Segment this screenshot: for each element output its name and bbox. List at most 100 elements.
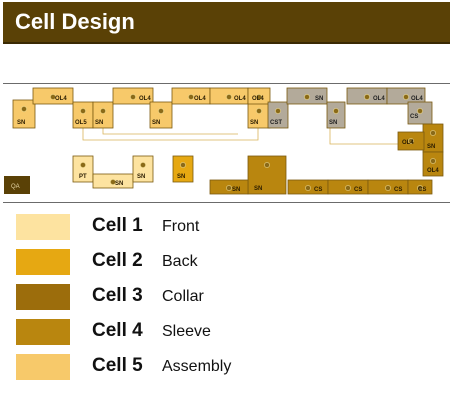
station-label: CS [418, 187, 426, 193]
legend-cell-name: Back [162, 253, 198, 270]
station: OL4 [32, 87, 74, 105]
machine-dot [264, 162, 270, 168]
station-label: OL4 [373, 96, 385, 102]
machine-dot [408, 138, 414, 144]
flow-line [102, 128, 238, 135]
legend-item: Cell 2 Back [16, 249, 436, 275]
station: OL4 [171, 87, 211, 105]
legend-cell-name: Collar [162, 288, 204, 305]
machine-dot [385, 185, 391, 191]
station-box [149, 101, 173, 129]
station: OL5 [72, 101, 94, 129]
station-label: OL4 [411, 96, 423, 102]
station: CS [367, 179, 409, 195]
station: OL4 [397, 131, 425, 151]
station-label: CS [354, 187, 362, 193]
qa-station-group: QA [4, 176, 30, 194]
title-bar: Cell Design [3, 2, 450, 44]
legend-cell-label: Cell 4 [92, 320, 143, 341]
station: SN [422, 123, 444, 153]
station: CS [287, 179, 329, 195]
station-label: OL4 [139, 96, 151, 102]
machine-dot [226, 185, 232, 191]
machine-dot [180, 162, 186, 168]
machine-dot [21, 106, 27, 112]
divider-top [3, 83, 450, 84]
station-label: OL5 [75, 120, 87, 126]
machine-dot [305, 185, 311, 191]
machine-dot [188, 94, 194, 100]
station-label: SN [17, 120, 25, 126]
station: SN [132, 155, 154, 183]
legend-item: Cell 4 Sleeve [16, 319, 436, 345]
station-label: CST [270, 120, 282, 126]
station-label: PT [79, 174, 87, 180]
station-box [172, 155, 194, 183]
station: OL4 [422, 151, 444, 177]
flow-line [82, 128, 259, 141]
station-label: SN [115, 181, 123, 187]
station-label: SN [177, 174, 185, 180]
station: OL4 [386, 87, 426, 105]
divider-bottom [3, 202, 450, 203]
station-box [92, 101, 114, 129]
station: PT [72, 155, 94, 183]
station: SN [247, 101, 271, 129]
legend-cell-label: Cell 1 [92, 215, 143, 236]
station-label: OL4 [402, 140, 414, 146]
station-label: SN [329, 120, 337, 126]
station-label: SN [152, 120, 160, 126]
machine-dot [417, 185, 423, 191]
machine-dot [417, 108, 423, 114]
machine-dot [275, 108, 281, 114]
machine-dot [333, 108, 339, 114]
station: SN [209, 179, 249, 195]
machine-dot [80, 162, 86, 168]
station-label: SN [232, 187, 240, 193]
machine-dot [256, 94, 262, 100]
station: OL4 [346, 87, 388, 105]
legend-item: Cell 1 Front [16, 214, 436, 240]
qa-station [4, 176, 30, 194]
legend-cell-name: Sleeve [162, 323, 211, 340]
machine-dot [110, 179, 116, 185]
machine-dot [158, 108, 164, 114]
station: SN [92, 101, 114, 129]
station: CS [327, 179, 369, 195]
flow-lines [82, 128, 411, 145]
machine-dot [430, 158, 436, 164]
machine-dot [345, 185, 351, 191]
station-label: SN [315, 96, 323, 102]
machine-dot [140, 162, 146, 168]
machine-dot [256, 108, 262, 114]
legend-cell-label: Cell 2 [92, 250, 143, 271]
station-box [72, 155, 94, 183]
legend-cell-label: Cell 3 [92, 285, 143, 306]
station-label: OL4 [55, 96, 67, 102]
page-title: Cell Design [15, 9, 135, 34]
legend-cell-name: Front [162, 218, 200, 235]
machine-dot [364, 94, 370, 100]
machine-dot [80, 108, 86, 114]
machine-dot [430, 130, 436, 136]
station-label: SN [250, 120, 258, 126]
station: SN [286, 87, 328, 105]
station: CST [267, 101, 289, 129]
station: OL4 [209, 87, 249, 105]
station: SN [247, 155, 287, 195]
legend-item: Cell 3 Collar [16, 284, 436, 310]
station: OL4 [112, 87, 154, 105]
legend-cell-label: Cell 5 [92, 355, 143, 376]
qa-label: QA [11, 184, 20, 190]
machine-dot [100, 108, 106, 114]
station: CS [407, 179, 433, 195]
legend-swatch [16, 214, 70, 240]
station-box [422, 151, 444, 177]
station-label: SN [254, 186, 262, 192]
station-box [267, 101, 289, 129]
station-label: OL4 [234, 96, 246, 102]
station: SN [92, 173, 134, 189]
legend-swatch [16, 319, 70, 345]
